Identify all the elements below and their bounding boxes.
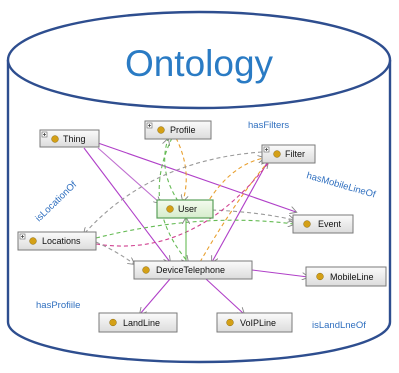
class-dot-icon — [273, 150, 281, 158]
edge-profile-user — [175, 137, 186, 201]
edge-thing-event — [97, 142, 296, 212]
node-label: Event — [318, 219, 342, 229]
node-event[interactable]: Event — [292, 214, 354, 234]
node-label: MobileLine — [330, 272, 374, 282]
nodes: Thing Profile Filter User Event — [17, 120, 387, 333]
relation-label-islandlneof: isLandLneOf — [312, 320, 366, 331]
edge-devicetelephone-landline — [140, 278, 171, 314]
node-label: VoIPLine — [240, 318, 276, 328]
plus-icon — [148, 124, 151, 127]
relation-label-hasfilters: hasFilters — [248, 120, 289, 131]
edge-user-profile — [165, 139, 179, 202]
node-profile[interactable]: Profile — [144, 120, 212, 140]
edge-user-filter — [205, 158, 264, 206]
node-filter[interactable]: Filter — [261, 144, 316, 164]
node-locations[interactable]: Locations — [17, 231, 97, 251]
edge-locations-user — [95, 150, 278, 247]
class-dot-icon — [226, 318, 234, 327]
node-label: DeviceTelephone — [156, 265, 225, 275]
node-label: Thing — [63, 134, 86, 144]
edge-devicetelephone-voipline — [205, 278, 244, 314]
class-dot-icon — [29, 237, 37, 245]
node-user[interactable]: User — [156, 199, 214, 219]
class-dot-icon — [166, 205, 174, 213]
node-devicetelephone[interactable]: DeviceTelephone — [133, 260, 253, 280]
class-dot-icon — [109, 318, 117, 327]
edges — [84, 138, 308, 314]
class-dot-icon — [51, 135, 59, 143]
plus-icon — [21, 235, 24, 238]
class-dot-icon — [316, 272, 324, 281]
diagram-title: Ontology — [125, 43, 274, 84]
edge-filter-locations — [84, 151, 263, 234]
edge-devicetelephone-mobileline — [251, 269, 308, 277]
cylinder-top — [6, 10, 392, 110]
node-label: Locations — [42, 236, 81, 246]
class-dot-icon — [303, 220, 311, 228]
node-mobileline[interactable]: MobileLine — [305, 266, 387, 287]
class-dot-icon — [157, 126, 165, 134]
edge-devicetelephone-filter — [199, 162, 268, 263]
edge-thing-user — [97, 147, 160, 203]
edge-filter-devicetelephone — [212, 160, 269, 262]
node-label: Filter — [285, 149, 305, 159]
node-voipline[interactable]: VoIPLine — [216, 312, 293, 333]
plus-icon — [265, 148, 268, 151]
node-label: LandLine — [123, 318, 160, 328]
relation-label-hasprofile: hasProfiile — [36, 300, 80, 311]
node-label: User — [178, 204, 197, 214]
node-thing[interactable]: Thing — [39, 129, 100, 148]
class-dot-icon — [142, 266, 150, 274]
edge-locations-devicetelephone — [95, 241, 134, 264]
node-label: Profile — [170, 125, 196, 135]
edge-locations-event — [95, 220, 294, 239]
edge-thing-devicetelephone — [83, 147, 170, 262]
node-landline[interactable]: LandLine — [98, 312, 178, 333]
plus-icon — [43, 133, 46, 136]
